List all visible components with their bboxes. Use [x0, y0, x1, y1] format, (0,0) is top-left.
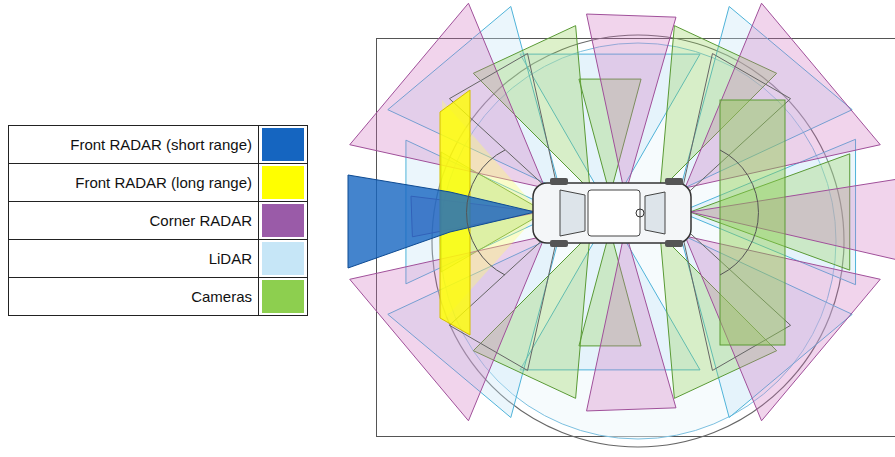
vehicle-windshield	[560, 190, 585, 236]
rear-arc	[720, 150, 758, 275]
vehicle-wheel	[665, 240, 683, 247]
legend-text: LiDAR	[9, 240, 259, 278]
legend-swatch	[262, 242, 304, 275]
legend-row: Corner RADAR	[9, 202, 308, 240]
coverage-group	[348, 3, 895, 421]
legend-swatch-cell	[259, 126, 308, 164]
legend-row: Front RADAR (long range)	[9, 164, 308, 202]
short-range-radar-cone	[348, 175, 535, 268]
corner-wedge	[587, 230, 676, 411]
legend-row: Cameras	[9, 278, 308, 316]
vehicle	[533, 178, 691, 247]
corner-wedge	[587, 14, 676, 195]
rear-camera-panel	[720, 100, 785, 345]
legend-swatch	[262, 280, 304, 313]
legend-swatch-cell	[259, 240, 308, 278]
legend-text: Front RADAR (short range)	[9, 126, 259, 164]
legend-text: Front RADAR (long range)	[9, 164, 259, 202]
legend-row: Front RADAR (short range)	[9, 126, 308, 164]
legend-swatch-cell	[259, 164, 308, 202]
front-arc	[467, 150, 505, 275]
vehicle-body	[533, 183, 691, 243]
legend-swatch-cell	[259, 202, 308, 240]
vehicle-wheel	[550, 240, 568, 247]
legend-swatch	[262, 166, 304, 199]
vehicle-cabin	[588, 190, 640, 236]
legend-swatch	[262, 204, 304, 237]
legend-swatch	[262, 128, 304, 161]
legend-row: LiDAR	[9, 240, 308, 278]
vehicle-wheel	[665, 178, 683, 185]
legend-swatch-cell	[259, 278, 308, 316]
vehicle-wheel	[550, 178, 568, 185]
legend-table: Front RADAR (short range)Front RADAR (lo…	[8, 125, 308, 316]
vehicle-rear-window	[645, 192, 665, 234]
legend-text: Cameras	[9, 278, 259, 316]
legend-text: Corner RADAR	[9, 202, 259, 240]
roof-sensor	[636, 209, 644, 217]
